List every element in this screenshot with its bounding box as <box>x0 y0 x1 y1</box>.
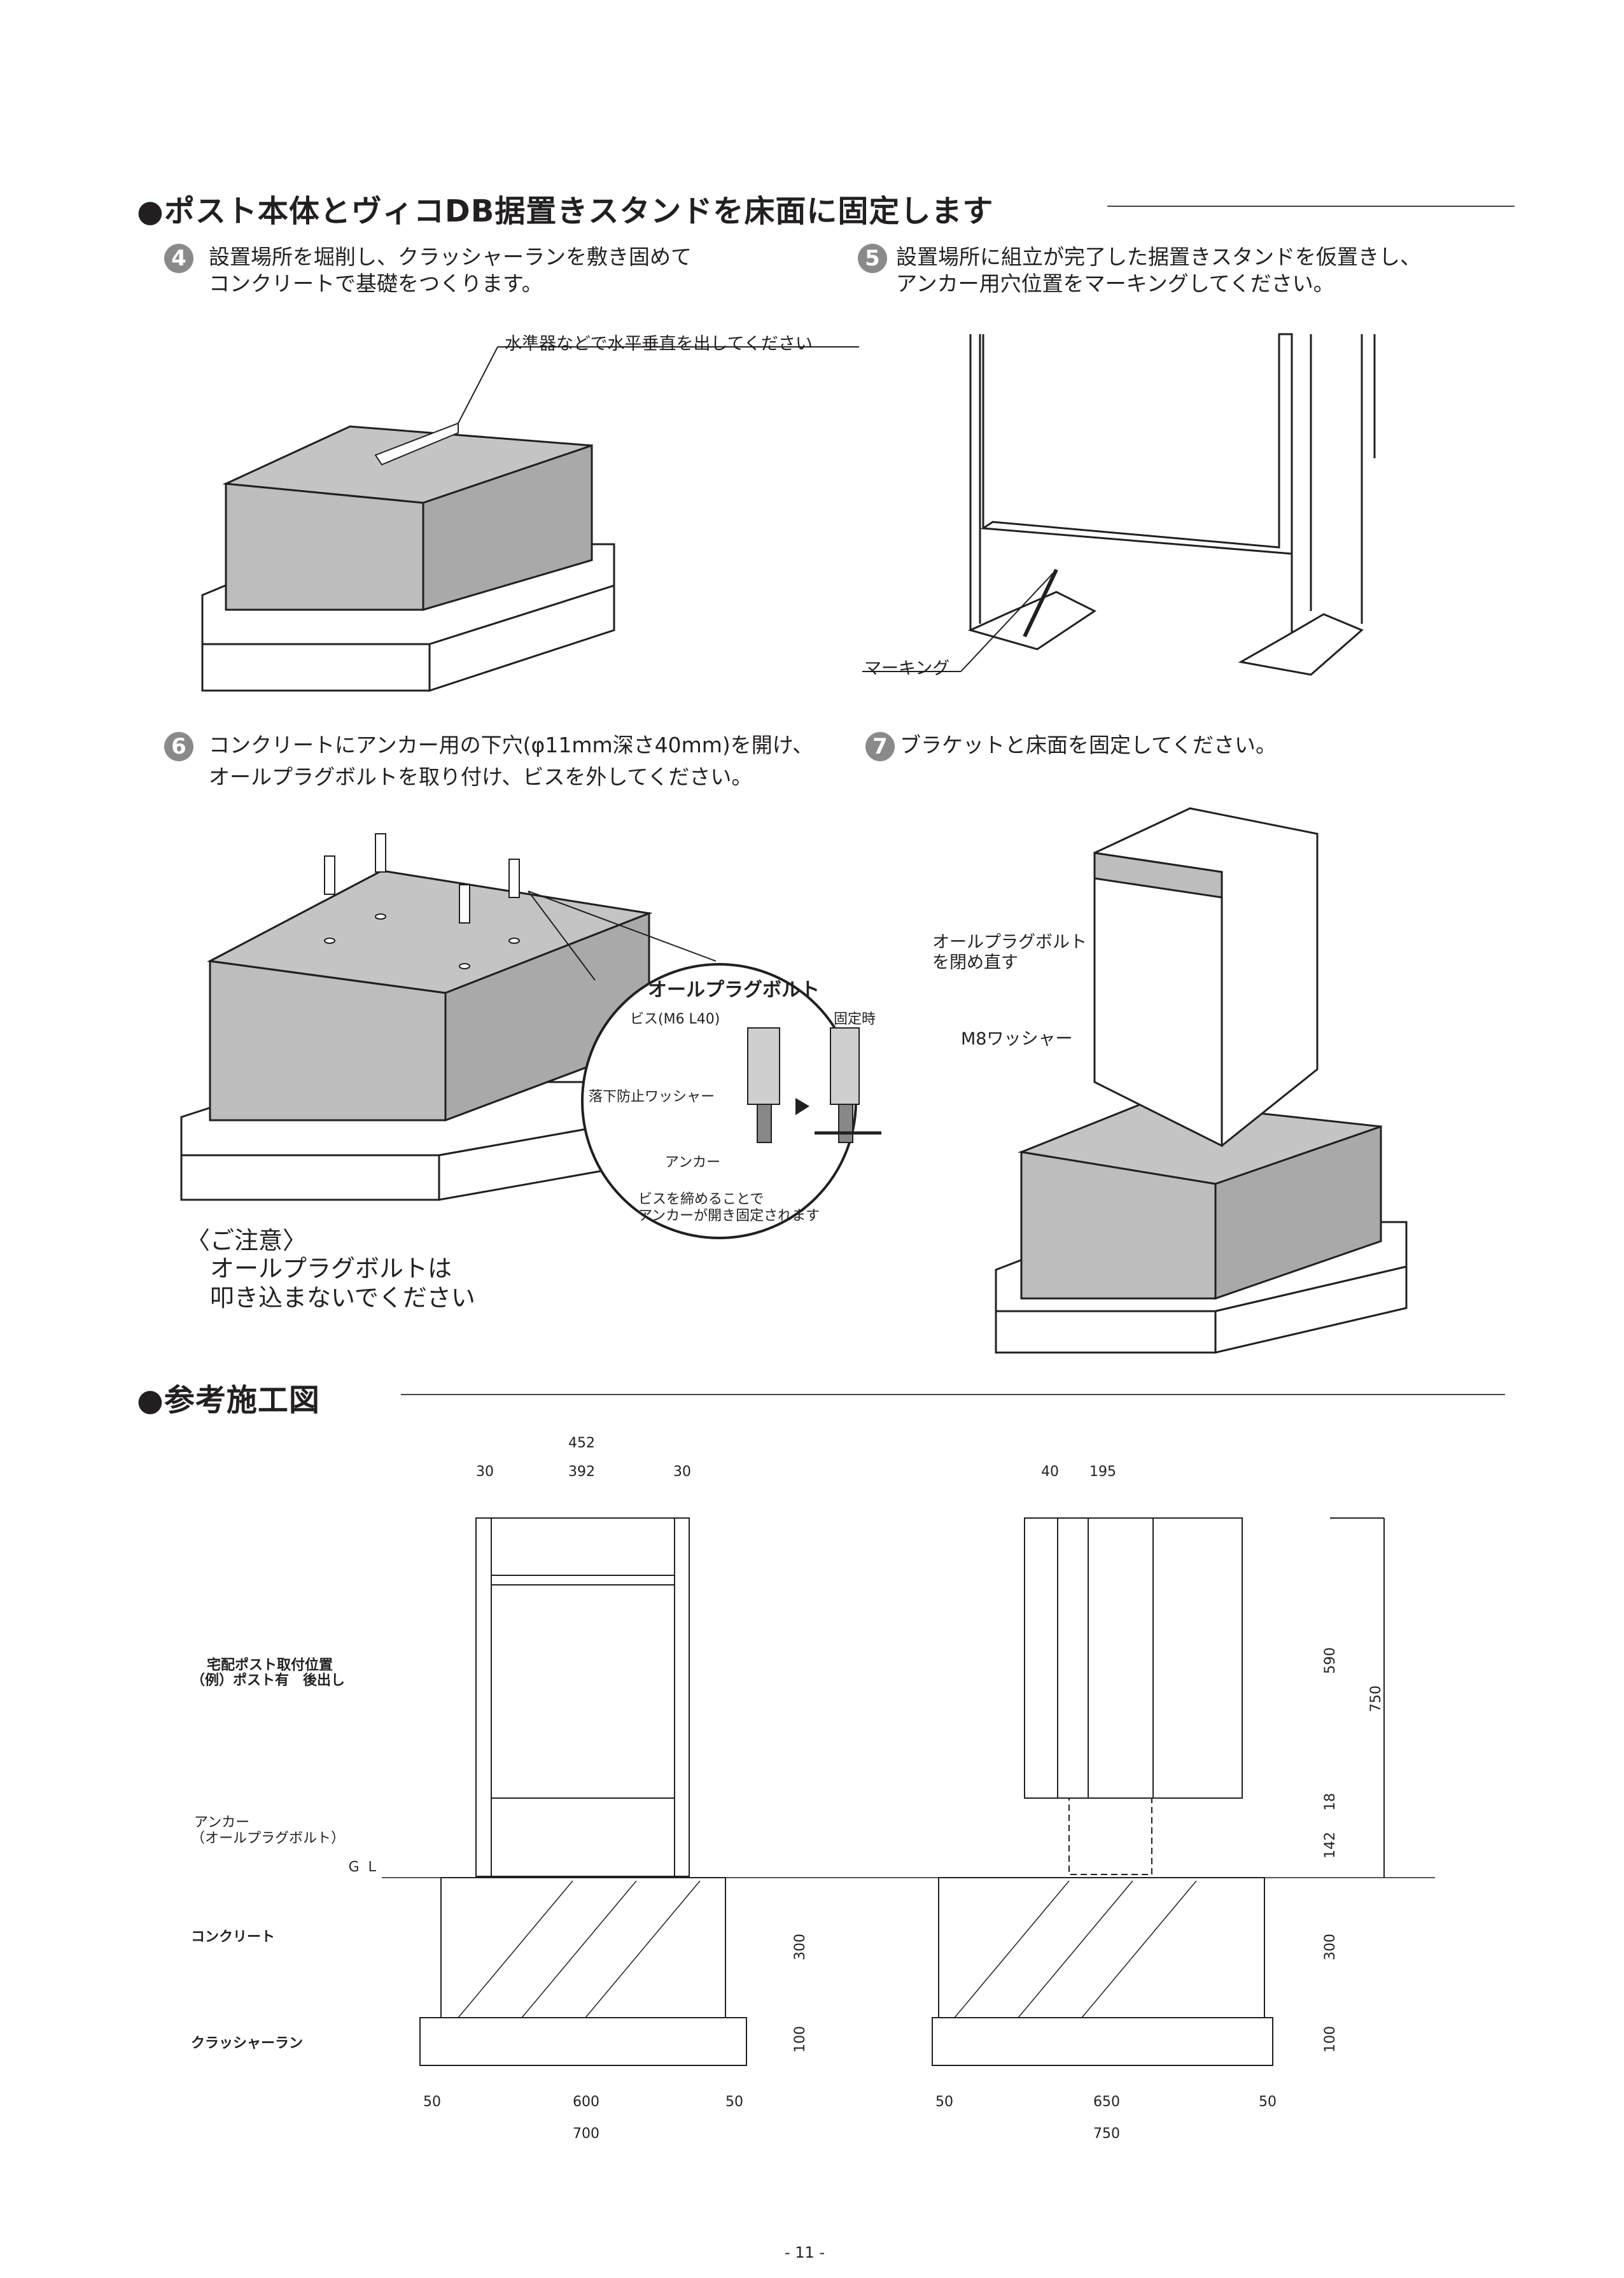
front-dim-h-crush: 100 <box>792 2026 808 2053</box>
side-dim-b-right: 50 <box>1259 2094 1277 2110</box>
caution-line-1: オールプラグボルトは <box>210 1255 452 1283</box>
foundation-illustration-6 <box>180 833 881 1239</box>
post-position-label-2: （例）ポスト有 後出し <box>191 1673 346 1689</box>
side-dim-b-left: 50 <box>935 2094 953 2110</box>
side-dim-b-mid: 650 <box>1093 2094 1120 2110</box>
refasten-label-1: オールプラグボルト <box>932 932 1087 952</box>
concrete-label: コンクリート <box>191 1929 276 1945</box>
m8-washer-label: M8ワッシャー <box>961 1029 1073 1049</box>
side-dim-mid: 195 <box>1089 1464 1116 1480</box>
step4-text-1: 設置場所を堀削し、クラッシャーランを敷き固めて <box>209 244 692 269</box>
foundation-illustration-4 <box>201 346 859 693</box>
front-dim-b-right: 50 <box>725 2094 743 2110</box>
step6-text-2: オールプラグボルトを取り付け、ビスを外してください。 <box>209 764 753 789</box>
front-dim-b-left: 50 <box>423 2094 441 2110</box>
step4-badge: 4 <box>164 244 193 273</box>
front-dim-total: 452 <box>568 1435 595 1451</box>
level-label: 水準器などで水平垂直を出してください <box>505 334 813 354</box>
side-dim-h-conc: 300 <box>1322 1934 1338 1960</box>
washer-drop-label: 落下防止ワッシャー <box>589 1089 715 1105</box>
side-view-drawing <box>1024 1517 1385 1878</box>
step7-text-1: ブラケットと床面を固定してください。 <box>900 733 1277 757</box>
front-view-drawing <box>382 1517 1435 2066</box>
step6-text-1: コンクリートにアンカー用の下穴(φ11mm深さ40mm)を開け、 <box>209 733 814 757</box>
crusher-run-label: クラッシャーラン <box>191 2035 304 2051</box>
section2-title: ●参考施工図 <box>137 1382 320 1418</box>
front-dim-mid: 392 <box>568 1464 595 1480</box>
step7-badge: 7 <box>865 732 895 761</box>
post-position-label-1: 宅配ポスト取付位置 <box>207 1657 333 1673</box>
refasten-label-2: を閉め直す <box>932 953 1018 973</box>
anchor-label: アンカー <box>665 1155 721 1171</box>
side-dim-h-crush: 100 <box>1322 2026 1338 2053</box>
gl-label: Ｇ Ｌ <box>347 1859 379 1875</box>
fixed-label: 固定時 <box>834 1011 876 1027</box>
section1-rule <box>1107 206 1515 207</box>
front-dim-right: 30 <box>673 1464 691 1480</box>
front-dim-b-total: 700 <box>573 2126 599 2142</box>
anchor-ref-label-2: （オールプラグボルト） <box>191 1831 346 1846</box>
side-dim-left: 40 <box>1041 1464 1059 1480</box>
page-number: - 11 - <box>785 2244 825 2261</box>
step5-text-1: 設置場所に組立が完了した据置きスタンドを仮置きし、 <box>896 244 1421 269</box>
section1-title: ●ポスト本体とヴィコDB据置きスタンドを床面に固定します <box>137 193 994 229</box>
anchor-ref-label-1: アンカー <box>194 1815 250 1831</box>
side-dim-590: 590 <box>1322 1647 1338 1674</box>
step4-text-2: コンクリートで基礎をつくります。 <box>209 271 543 296</box>
marking-label: マーキング <box>864 659 950 678</box>
foundation-illustration-7 <box>995 807 1408 1354</box>
caution-line-2: 叩き込まないでください <box>210 1284 475 1312</box>
step5-text-2: アンカー用穴位置をマーキングしてください。 <box>896 271 1334 296</box>
step6-badge: 6 <box>164 732 193 761</box>
screw-label: ビス(M6 L40) <box>630 1011 720 1027</box>
front-dim-b-mid: 600 <box>573 2094 599 2110</box>
section2-rule <box>401 1394 1505 1395</box>
side-dim-b-total: 750 <box>1093 2126 1120 2142</box>
front-dim-left: 30 <box>476 1464 494 1480</box>
side-dim-142: 142 <box>1322 1832 1338 1859</box>
caution-title: 〈ご注意〉 <box>186 1227 307 1255</box>
detail-note-2: アンカーが開き固定されます <box>638 1208 820 1224</box>
detail-title: オールプラグボルト <box>648 979 820 1001</box>
side-dim-750: 750 <box>1368 1685 1384 1712</box>
stand-illustration-5 <box>862 333 1376 676</box>
side-dim-18: 18 <box>1322 1793 1338 1811</box>
front-dim-h-conc: 300 <box>792 1934 808 1960</box>
detail-note-1: ビスを締めることで <box>638 1192 764 1207</box>
step5-badge: 5 <box>858 244 887 273</box>
